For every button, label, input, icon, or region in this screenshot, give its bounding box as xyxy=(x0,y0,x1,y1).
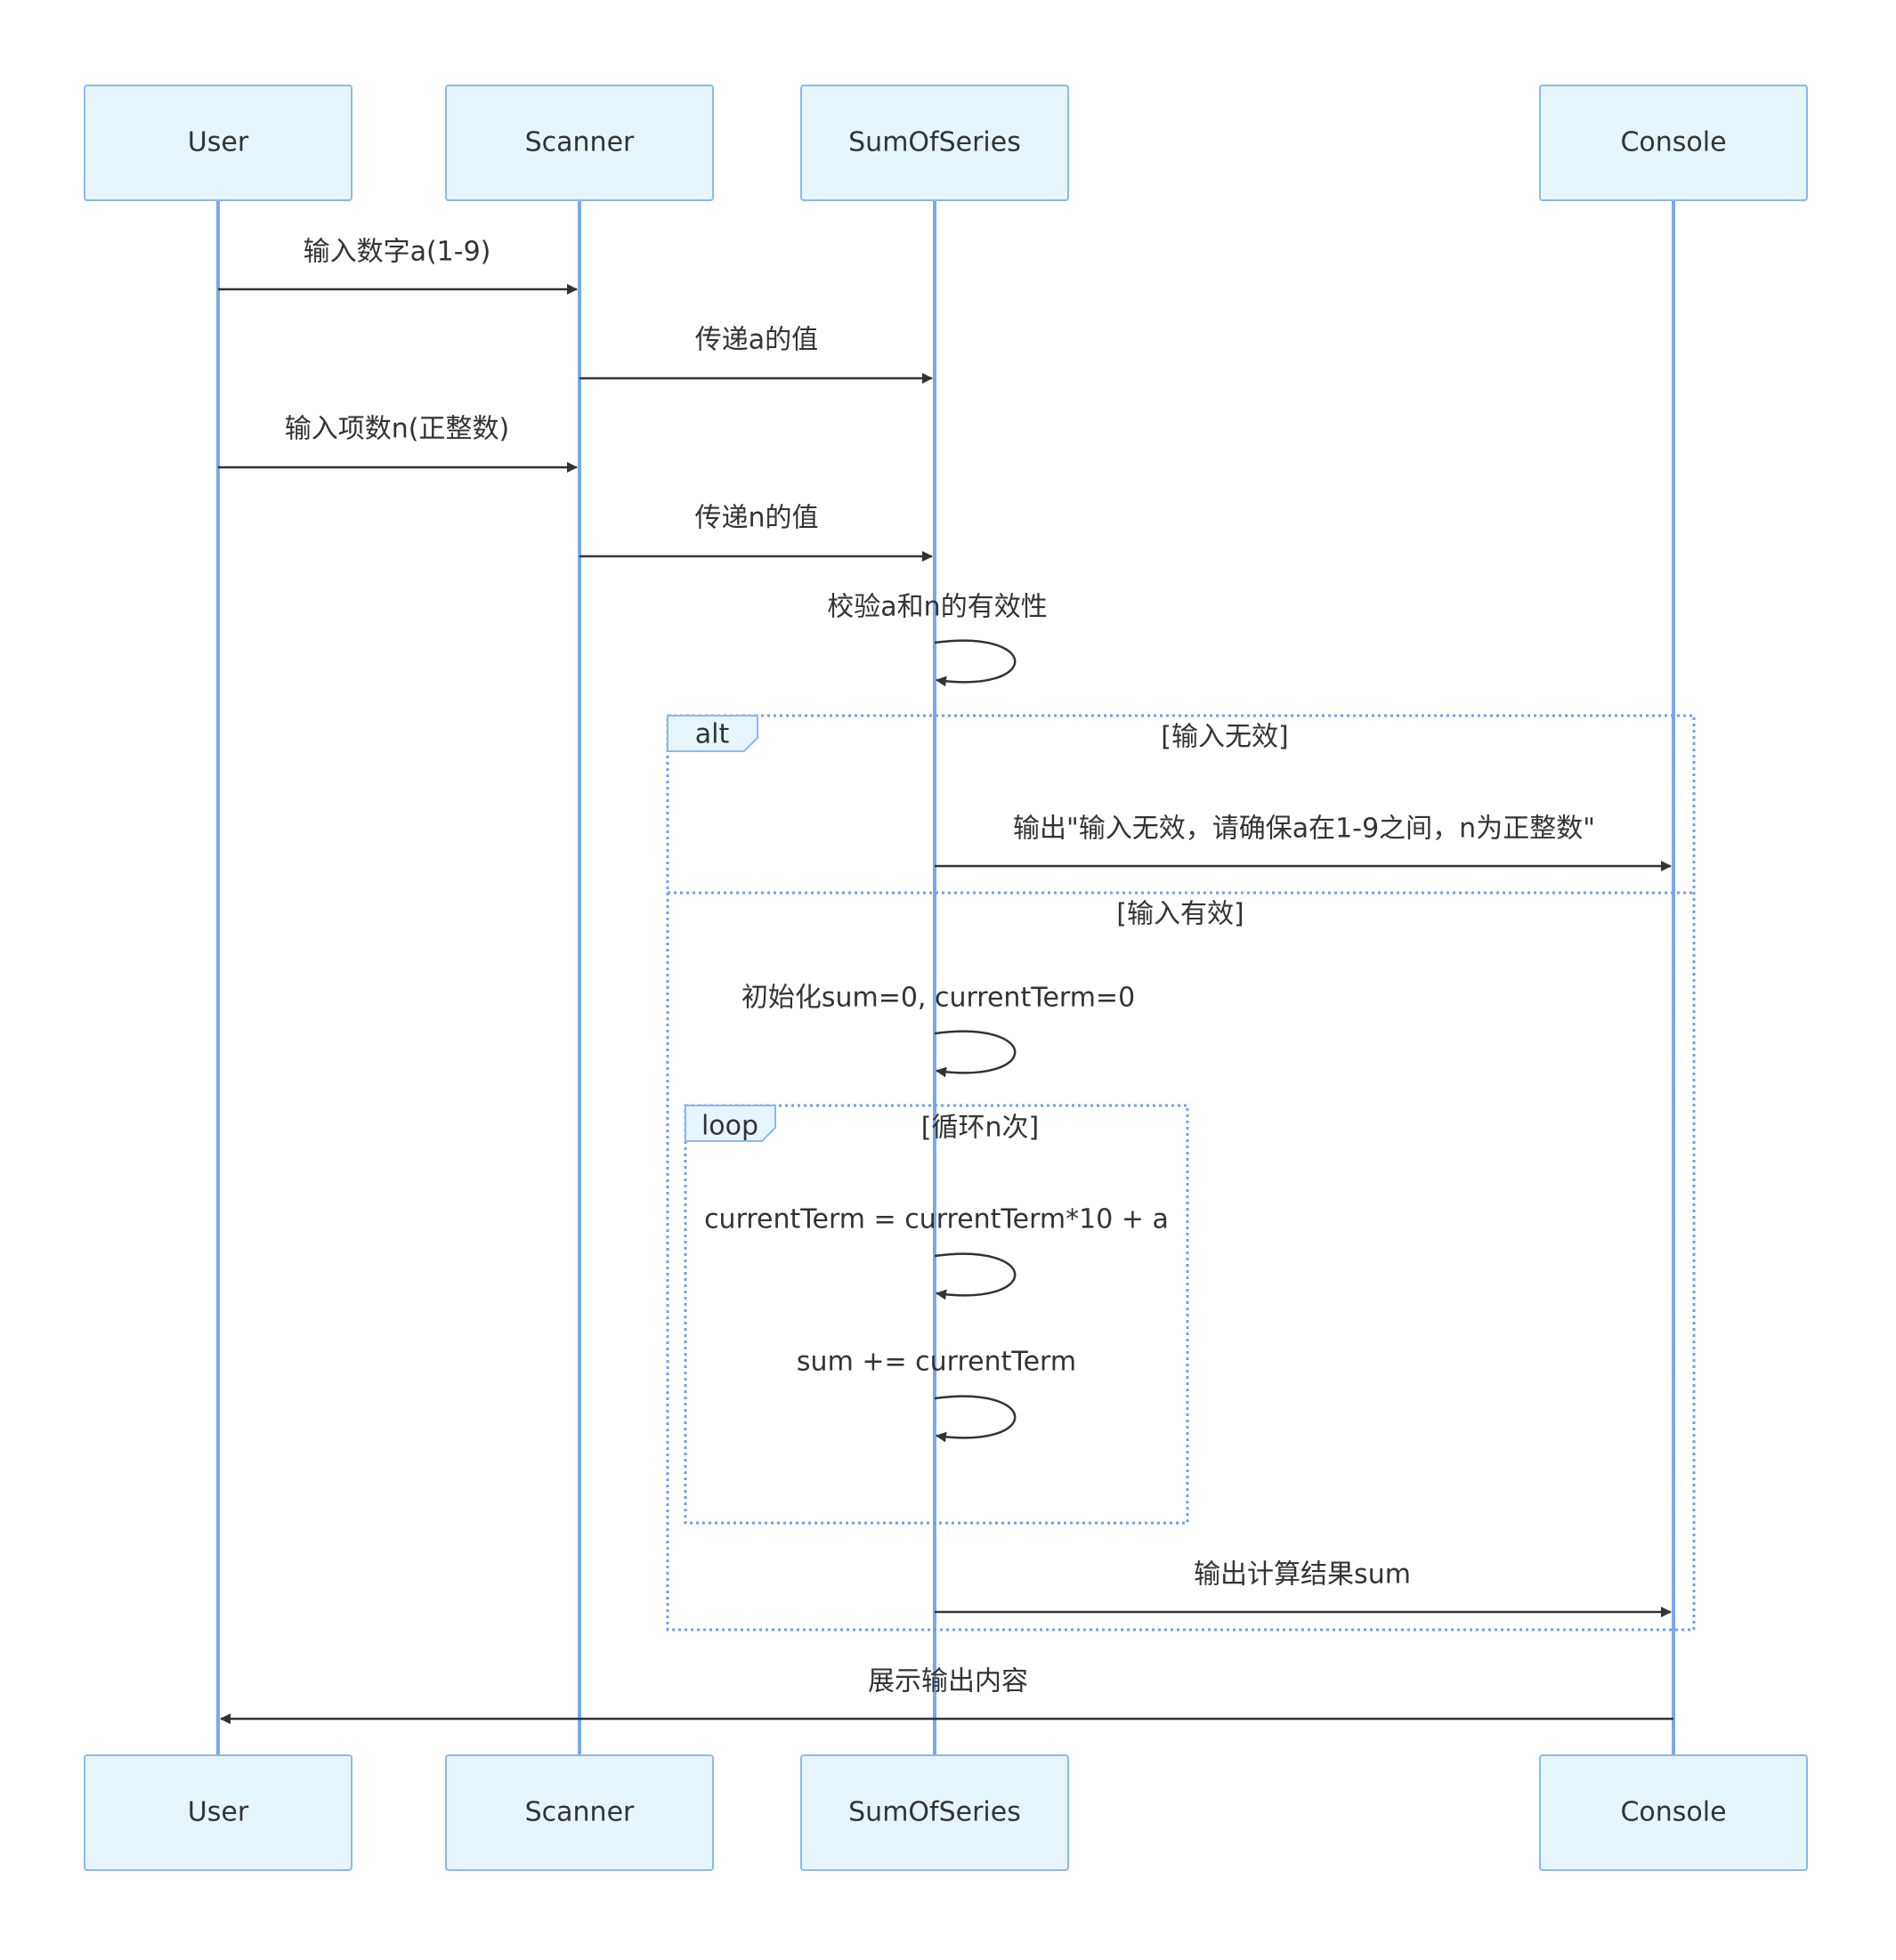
participant-label: SumOfSeries xyxy=(848,1797,1021,1828)
loop-fragment[interactable]: loop [循环n次] xyxy=(684,1104,1189,1525)
participants-bottom: User Scanner SumOfSeries Console xyxy=(84,1754,1808,1871)
participant-label: SumOfSeries xyxy=(848,127,1021,158)
participant-console-bottom[interactable]: Console xyxy=(1539,1754,1808,1871)
participant-user-top[interactable]: User xyxy=(84,85,352,201)
participant-label: Console xyxy=(1620,1797,1726,1828)
self-message-arrow[interactable] xyxy=(934,1030,1017,1078)
alt-condition: [输入无效] xyxy=(1161,722,1288,753)
message-label: 输出"输入无效，请确保a在1-9之间，n为正整数" xyxy=(1013,814,1595,845)
message-label: 输入项数n(正整数) xyxy=(285,414,509,445)
participant-sumofseries-top[interactable]: SumOfSeries xyxy=(800,85,1069,201)
participant-label: User xyxy=(188,1797,249,1828)
participant-label: Scanner xyxy=(525,1797,635,1828)
self-message-arrow[interactable] xyxy=(934,1252,1017,1300)
participant-sumofseries-bottom[interactable]: SumOfSeries xyxy=(800,1754,1069,1871)
participant-user-bottom[interactable]: User xyxy=(84,1754,352,1871)
participant-label: Scanner xyxy=(525,127,635,158)
messages: 输入数字a(1-9) 传递a的值 输入项数n(正整数) 传递n的值 校验a和n的… xyxy=(218,237,1673,1724)
message-label: 校验a和n的有效性 xyxy=(827,592,1047,623)
message-label: 展示输出内容 xyxy=(868,1666,1028,1697)
message-label: 输出计算结果sum xyxy=(1194,1559,1411,1591)
alt-fragment[interactable]: alt [输入无效] [输入有效] xyxy=(666,714,1696,1632)
alt-frame xyxy=(666,714,1696,1632)
message-label: 传递n的值 xyxy=(694,503,818,534)
participant-scanner-bottom[interactable]: Scanner xyxy=(445,1754,714,1871)
alt-else-condition: [输入有效] xyxy=(1116,899,1244,930)
participant-console-top[interactable]: Console xyxy=(1539,85,1808,201)
self-message-arrow[interactable] xyxy=(934,1395,1017,1443)
loop-condition: [循环n次] xyxy=(921,1113,1039,1144)
message-label: 传递a的值 xyxy=(695,325,818,356)
participant-label: Console xyxy=(1620,127,1726,158)
loop-frame xyxy=(684,1104,1189,1525)
loop-label: loop xyxy=(701,1111,758,1142)
loop-label-box xyxy=(685,1105,776,1142)
self-message-arrow[interactable] xyxy=(934,639,1017,687)
participants-top: User Scanner SumOfSeries Console xyxy=(84,85,1808,201)
message-label: 初始化sum=0, currentTerm=0 xyxy=(741,983,1135,1014)
alt-label: alt xyxy=(695,719,730,750)
message-label: 输入数字a(1-9) xyxy=(304,237,491,268)
message-label: sum += currentTerm xyxy=(797,1347,1076,1378)
alt-label-box xyxy=(667,715,758,752)
message-label: currentTerm = currentTerm*10 + a xyxy=(704,1204,1169,1235)
lifelines xyxy=(216,200,1675,1755)
participant-label: User xyxy=(188,127,249,158)
participant-scanner-top[interactable]: Scanner xyxy=(445,85,714,201)
